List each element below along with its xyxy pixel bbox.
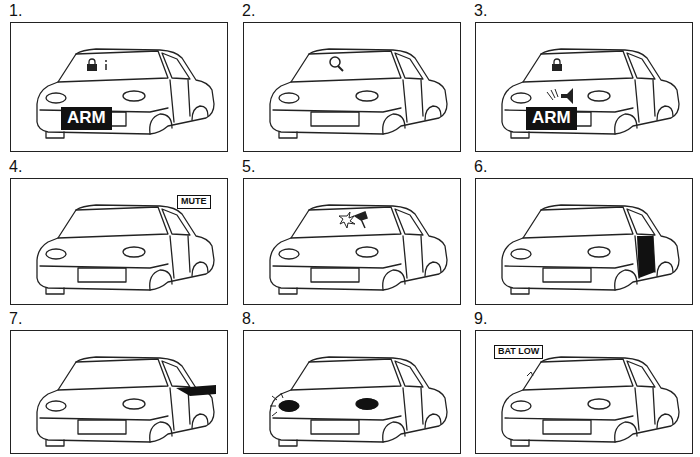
step-number: 5. bbox=[242, 158, 255, 176]
arm-plate: ARM bbox=[526, 107, 577, 130]
step-number: 7. bbox=[9, 310, 22, 328]
indicator-text: MUTE bbox=[181, 196, 207, 206]
step-panel: 7. bbox=[10, 330, 228, 454]
step-panel: 4.MUTE bbox=[10, 178, 228, 305]
step-panel: 8. bbox=[243, 330, 461, 454]
step-panel: 2. bbox=[243, 22, 461, 152]
indicator-text: ARM bbox=[532, 108, 571, 127]
step-number: 8. bbox=[242, 310, 255, 328]
arm-plate: ARM bbox=[61, 107, 112, 130]
step-number: 2. bbox=[242, 2, 255, 20]
step-number: 3. bbox=[474, 2, 487, 20]
step-panel: 3.ARM bbox=[475, 22, 693, 152]
battery-low-indicator: BAT LOW bbox=[494, 345, 543, 359]
step-number: 1. bbox=[9, 2, 22, 20]
mute-indicator: MUTE bbox=[177, 195, 211, 209]
step-number: 9. bbox=[474, 310, 487, 328]
indicator-text: BAT LOW bbox=[498, 346, 539, 356]
step-panel: 5. bbox=[243, 178, 461, 305]
step-panel: 1.ARM bbox=[10, 22, 228, 152]
indicator-text: ARM bbox=[67, 108, 106, 127]
step-panel: 9.BAT LOW bbox=[475, 330, 693, 454]
step-number: 4. bbox=[9, 158, 22, 176]
step-number: 6. bbox=[474, 158, 487, 176]
step-panel: 6. bbox=[475, 178, 693, 305]
